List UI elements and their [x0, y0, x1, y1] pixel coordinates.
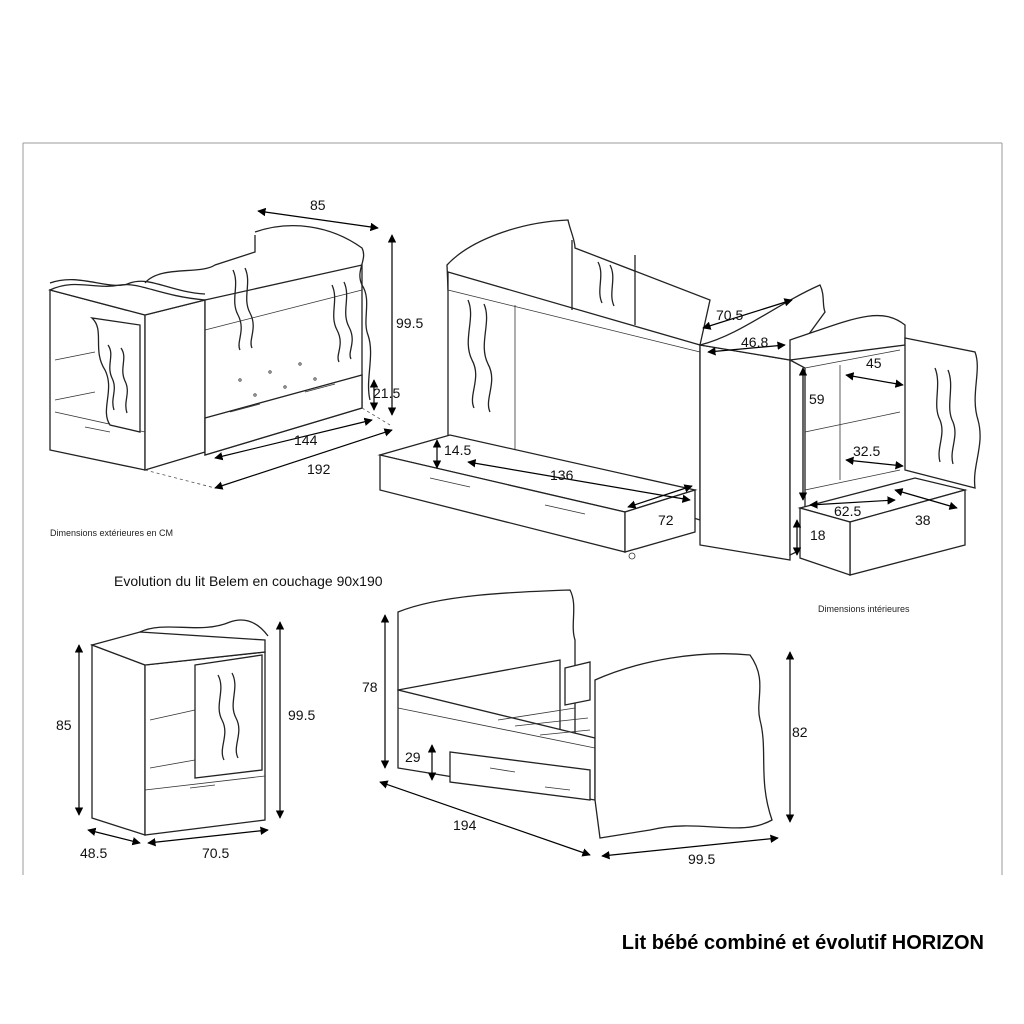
shelf-width-label: 45: [866, 355, 882, 371]
bottom-drawer-depth-label: 38: [915, 512, 931, 528]
bed-length-label: 194: [453, 817, 477, 833]
drawer-inner-height-label: 14.5: [444, 442, 471, 458]
inner-length-label: 144: [294, 432, 318, 448]
bottom-drawer-height-label: 18: [810, 527, 826, 543]
exterior-dimensions-note: Dimensions extérieures en CM: [50, 528, 173, 538]
dresser-width-label: 70.5: [202, 845, 229, 861]
crib-dimension-arrows: [214, 207, 397, 490]
total-length-label: 192: [307, 461, 331, 477]
bed-width-label: 99.5: [688, 851, 715, 867]
crib-width-label: 85: [310, 197, 326, 213]
crib-height-label: 99.5: [396, 315, 423, 331]
dresser-view: [89, 619, 269, 836]
bed-foot-height-label: 82: [792, 724, 808, 740]
bed-dimension-arrows: [379, 614, 795, 860]
shelf-height-label: 59: [809, 391, 825, 407]
shelf-depth-label: 32.5: [853, 443, 880, 459]
drawer-inner-depth-label: 72: [658, 512, 674, 528]
bed-head-height-label: 78: [362, 679, 378, 695]
dresser-depth-label: 48.5: [80, 845, 107, 861]
dresser-top-depth-label: 46.8: [741, 334, 768, 350]
drawer-height-label: 21.5: [373, 385, 400, 401]
interior-dimension-arrows: [432, 298, 958, 556]
dresser-height-label: 85: [56, 717, 72, 733]
crib-interior-view: [377, 219, 981, 576]
crib-combined-exterior-view: [48, 225, 391, 489]
bottom-drawer-width-label: 62.5: [834, 503, 861, 519]
product-title: Lit bébé combiné et évolutif HORIZON: [622, 932, 984, 954]
evolution-subtitle: Evolution du lit Belem en couchage 90x19…: [114, 573, 383, 589]
dresser-dimension-arrows: [74, 621, 285, 847]
drawing-frame: [22, 142, 1003, 875]
drawer-inner-length-label: 136: [550, 467, 574, 483]
dresser-top-width-label: 70.5: [716, 307, 743, 323]
junior-bed-view: [397, 589, 773, 839]
bed-drawer-height-label: 29: [405, 749, 421, 765]
interior-dimensions-note: Dimensions intérieures: [818, 604, 910, 614]
dresser-total-height-label: 99.5: [288, 707, 315, 723]
